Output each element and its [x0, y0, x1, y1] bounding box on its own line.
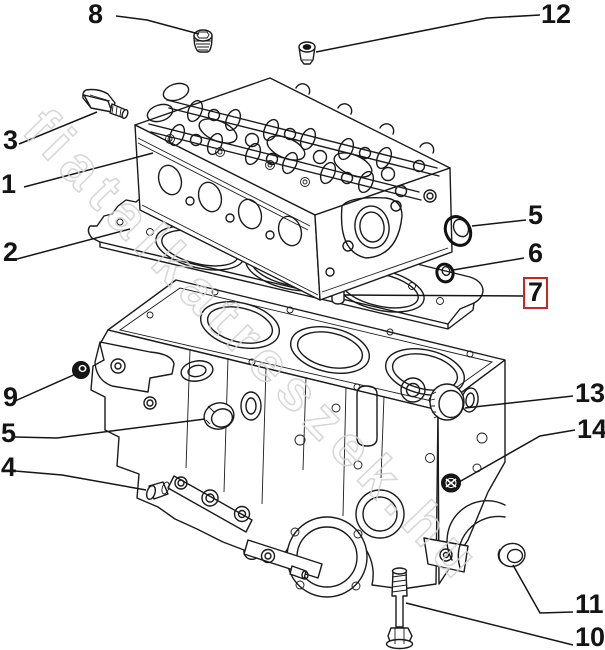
leader-lines: [14, 14, 576, 646]
callout-6[interactable]: 6: [528, 238, 544, 268]
callout-10[interactable]: 10: [575, 622, 605, 650]
part-3-threaded-dowel: [82, 88, 129, 120]
part-12-cap-plug: [298, 41, 316, 65]
part-11-bushing: [497, 542, 526, 568]
part-8-threaded-plug: [193, 29, 213, 53]
callout-7-highlighted[interactable]: 7: [523, 277, 549, 309]
callout-13[interactable]: 13: [575, 378, 605, 408]
callout-8[interactable]: 8: [88, 0, 104, 29]
callout-12[interactable]: 12: [541, 0, 572, 29]
callout-4[interactable]: 4: [1, 452, 17, 482]
callout-1[interactable]: 1: [1, 169, 17, 199]
part-9-cup-plug: [72, 361, 90, 379]
callout-5-bushing[interactable]: 5: [1, 418, 17, 448]
part-4-dowel-pin: [145, 481, 170, 500]
callout-14[interactable]: 14: [577, 414, 605, 444]
part-13-core-plug: [429, 383, 465, 421]
part-10-bolt: [385, 567, 414, 650]
callout-11[interactable]: 11: [575, 589, 604, 619]
cylinder-head-drawing: [134, 77, 453, 301]
part-5-seal-ring: [443, 215, 473, 247]
callout-2[interactable]: 2: [3, 237, 19, 267]
callout-3[interactable]: 3: [3, 125, 19, 155]
part-5-bushing: [203, 402, 235, 430]
part-6-small-ring: [435, 262, 455, 284]
part-14-plug: [441, 473, 461, 493]
callout-9[interactable]: 9: [3, 382, 19, 412]
callout-5-seal[interactable]: 5: [528, 200, 544, 230]
